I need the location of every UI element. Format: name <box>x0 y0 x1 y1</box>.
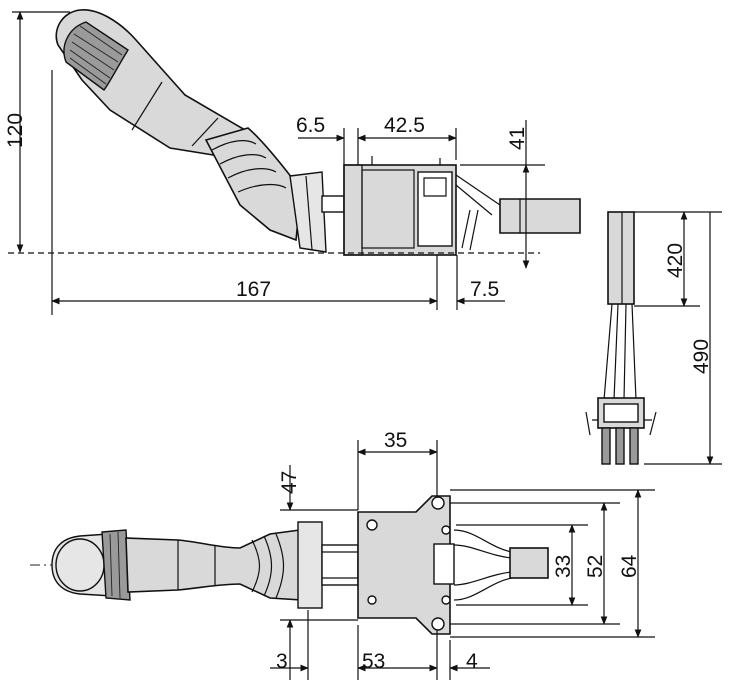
side-view <box>55 9 581 256</box>
switch-plate <box>357 495 451 635</box>
dim-120: 120 <box>4 113 27 148</box>
wires-top <box>453 529 513 601</box>
dim-35: 35 <box>384 429 407 452</box>
dim-490: 490 <box>690 339 713 374</box>
dim-4: 4 <box>466 650 478 673</box>
dim-167: 167 <box>236 278 271 301</box>
dim-47: 47 <box>278 471 301 494</box>
dim-33: 33 <box>552 555 575 578</box>
knob-grip <box>63 21 129 91</box>
mount-hole-top <box>431 496 445 510</box>
pigtail-dimension-lines <box>634 211 722 465</box>
dim-52: 52 <box>584 555 607 578</box>
dim-42-5: 42.5 <box>384 114 425 137</box>
top-dimension-lines <box>270 440 655 680</box>
dim-6-5: 6.5 <box>296 114 325 137</box>
collar-top <box>297 521 323 609</box>
top-view <box>30 495 549 635</box>
side-dimension-lines <box>8 11 545 315</box>
screw-2 <box>367 595 377 605</box>
screw-1 <box>366 519 378 531</box>
dim-53: 53 <box>362 650 385 673</box>
lever-top <box>125 529 303 601</box>
dim-41: 41 <box>506 127 529 150</box>
boot-collar <box>289 171 327 253</box>
dim-420: 420 <box>664 243 687 278</box>
connector-pigtail <box>585 211 657 465</box>
rubber-boot <box>204 127 301 242</box>
cable-side <box>499 198 581 234</box>
mount-hole-bottom <box>431 617 445 631</box>
dim-64: 64 <box>618 554 641 578</box>
cable-top <box>509 547 549 579</box>
dim-7-5: 7.5 <box>470 278 499 301</box>
dim-3: 3 <box>276 650 288 673</box>
shaft-connector <box>321 195 345 213</box>
wire-bracket <box>455 174 501 251</box>
knob-knurl-top <box>101 529 131 601</box>
